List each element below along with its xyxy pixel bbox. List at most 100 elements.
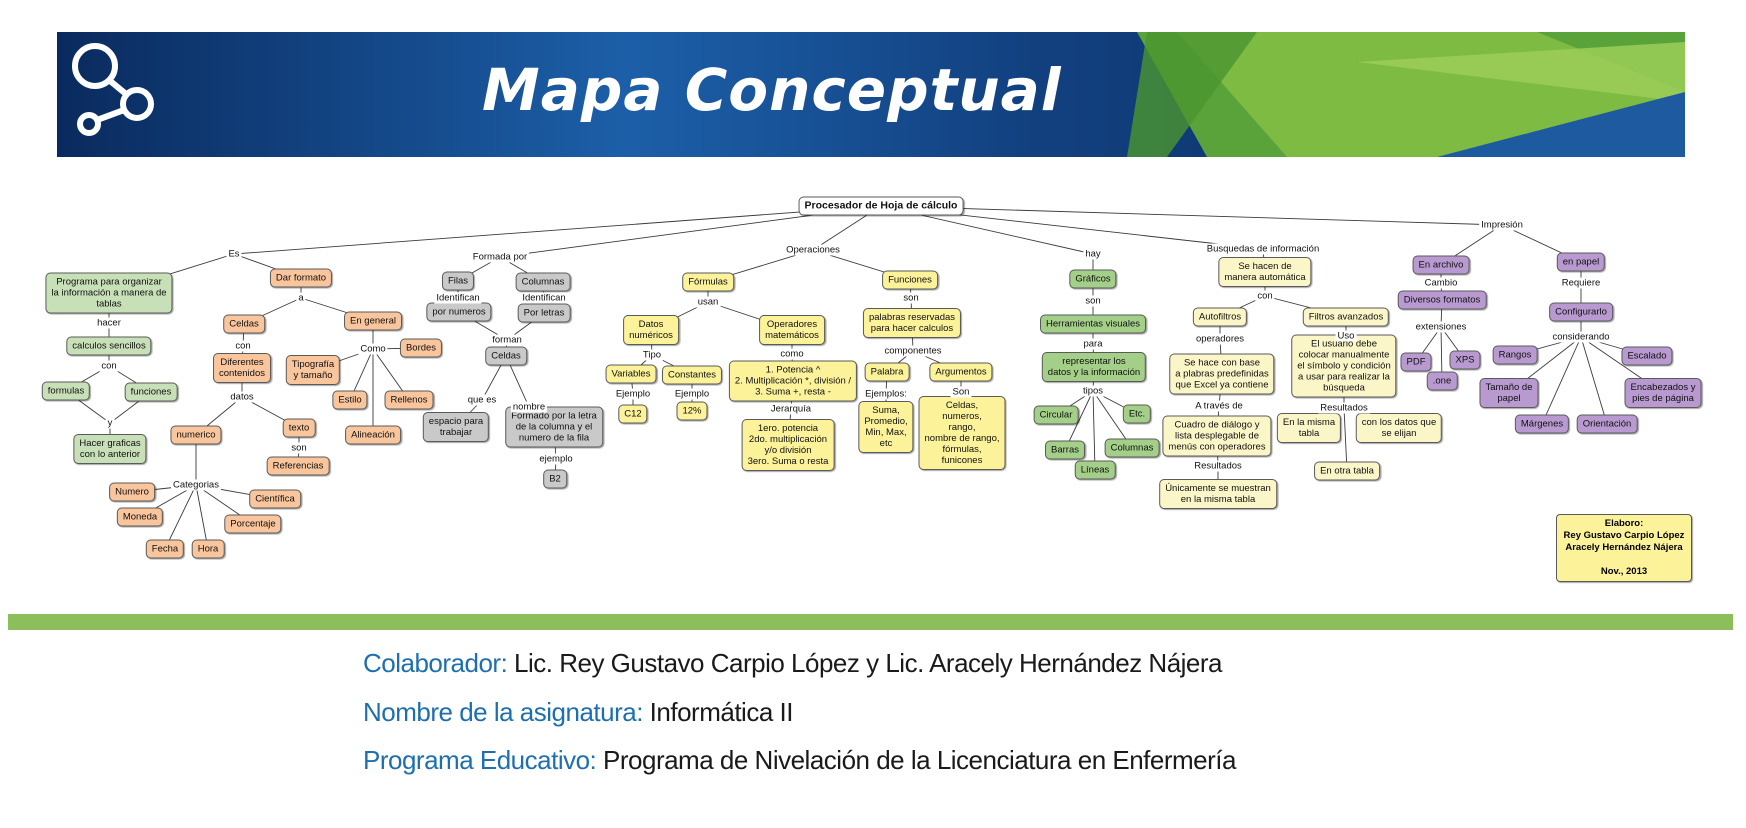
node-enarchivo: En archivo: [1412, 255, 1470, 275]
programa-label: Programa Educativo:: [363, 745, 597, 775]
node-constantes: Constantes: [661, 365, 723, 385]
node-root: Procesador de Hoja de cálculo: [798, 196, 964, 216]
node-estilo: Estilo: [332, 390, 368, 410]
node-argumentos: Argumentos: [929, 362, 993, 382]
node-porletras: Por letras: [517, 303, 571, 323]
node-filas: Filas: [441, 271, 475, 291]
link-label-categorias: Categorias: [171, 479, 221, 491]
node-formulas-y: Fórmulas: [682, 272, 734, 292]
node-columnas-dg: Columnas: [1104, 438, 1160, 458]
banner-title: Mapa Conceptual: [482, 56, 1062, 124]
link-label-formadapor: Formada por: [470, 251, 530, 263]
node-suma: Suma,Promedio,Min, Max,etc: [858, 401, 914, 453]
connector-considerando-margenes: [1541, 336, 1582, 425]
link-label-resultados1: Resultados: [1318, 402, 1370, 414]
link-label-jerarquia: Jerarquía: [768, 403, 814, 415]
node-referencias: Referencias: [266, 456, 330, 476]
node-texto: texto: [282, 418, 316, 438]
node-xps: XPS: [1449, 350, 1481, 370]
link-label-son1: son: [289, 442, 309, 454]
node-cientifica: Científica: [249, 489, 301, 509]
link-label-a: a: [296, 292, 306, 304]
link-label-requiere: Requiere: [1559, 277, 1603, 289]
colaborador-label: Colaborador:: [363, 648, 508, 678]
node-columnas-gr: Columnas: [515, 272, 571, 292]
connector-categorias-hora: [195, 484, 209, 550]
link-label-nombre: nombre: [510, 401, 548, 413]
node-alineacion: Alineación: [345, 425, 401, 445]
node-numerico: numerico: [170, 425, 222, 445]
node-moneda: Moneda: [116, 507, 164, 527]
credit-date: Nov., 2013: [1600, 566, 1648, 577]
link-label-tipo: Tipo: [640, 349, 664, 361]
link-label-hacer: hacer: [95, 317, 123, 329]
node-rellenos: Rellenos: [384, 390, 434, 410]
node-filtrosav: Filtros avanzados: [1302, 307, 1390, 327]
node-engeneral: En general: [344, 311, 402, 331]
link-label-para: para: [1081, 338, 1105, 350]
node-one: .one: [1426, 371, 1458, 391]
share-nodes-icon: [72, 43, 154, 136]
link-label-cambio: Cambio: [1422, 277, 1460, 289]
connector-resultados1-enotra: [1343, 407, 1348, 472]
link-label-con1: con: [99, 360, 119, 372]
link-label-hay: hay: [1083, 248, 1103, 260]
credit-heading: Elaboro:: [1604, 518, 1644, 529]
link-label-identifican2: Identifican: [520, 292, 568, 304]
link-label-operaciones: Operaciones: [784, 244, 842, 256]
node-calculos: calculos sencillos: [66, 336, 152, 356]
link-label-resultados2: Resultados: [1192, 460, 1244, 472]
node-enpapel: en papel: [1556, 252, 1606, 272]
link-label-extensiones: extensiones: [1413, 321, 1469, 333]
node-graficos: Gráficos: [1069, 269, 1117, 289]
asignatura-line: Nombre de la asignatura: Informática II: [363, 697, 793, 728]
link-label-ejemplo1: ejemplo: [537, 453, 575, 465]
node-darformato: Dar formato: [269, 268, 333, 288]
connector-tipos-lineas: [1092, 390, 1096, 471]
node-circular: Circular: [1033, 405, 1079, 425]
link-label-usan: usan: [695, 296, 721, 308]
node-configurarlo: Configurarlo: [1549, 302, 1613, 322]
node-hora: Hora: [191, 539, 225, 559]
colaborador-value: Lic. Rey Gustavo Carpio López y Lic. Ara…: [507, 648, 1223, 678]
node-margenes: Márgenes: [1514, 414, 1570, 434]
node-numero: Numero: [109, 482, 155, 502]
link-label-impresion: Impresión: [1479, 219, 1525, 231]
header-banner: Mapa Conceptual: [57, 32, 1685, 157]
link-label-ejemplos: Ejemplos:: [863, 388, 909, 400]
banner-background: [57, 32, 1685, 157]
connector-root-impresion: [880, 205, 1503, 226]
node-autofiltros: Autofiltros: [1192, 307, 1248, 327]
link-label-datos: datos: [228, 391, 256, 403]
node-funciones-y: Funciones: [882, 270, 938, 290]
link-label-y1: y: [105, 417, 115, 429]
link-label-identifican1: Identifican: [434, 292, 482, 304]
link-label-con3: con: [1255, 290, 1275, 302]
connector-tipos-barras: [1064, 390, 1094, 451]
programa-value: Programa de Nivelación de la Licenciatur…: [596, 745, 1236, 775]
link-label-son2: son: [901, 292, 921, 304]
node-c12: C12: [618, 404, 648, 424]
node-pornumeros: por numeros: [426, 302, 492, 322]
link-label-ejemplo2: Ejemplo: [613, 388, 653, 400]
link-label-quees: que es: [465, 394, 499, 406]
node-porcentaje: Porcentaje: [224, 514, 282, 534]
link-label-ejemplo3: Ejemplo: [672, 388, 712, 400]
node-palabra: Palabra: [864, 362, 910, 382]
node-orientacion: Orientación: [1576, 414, 1638, 434]
node-fecha: Fecha: [145, 539, 185, 559]
link-label-tipos: tipos: [1080, 385, 1106, 397]
node-escalado: Escalado: [1621, 346, 1673, 366]
link-label-considerando: considerando: [1550, 331, 1612, 343]
node-pdf: PDF: [1400, 352, 1432, 372]
